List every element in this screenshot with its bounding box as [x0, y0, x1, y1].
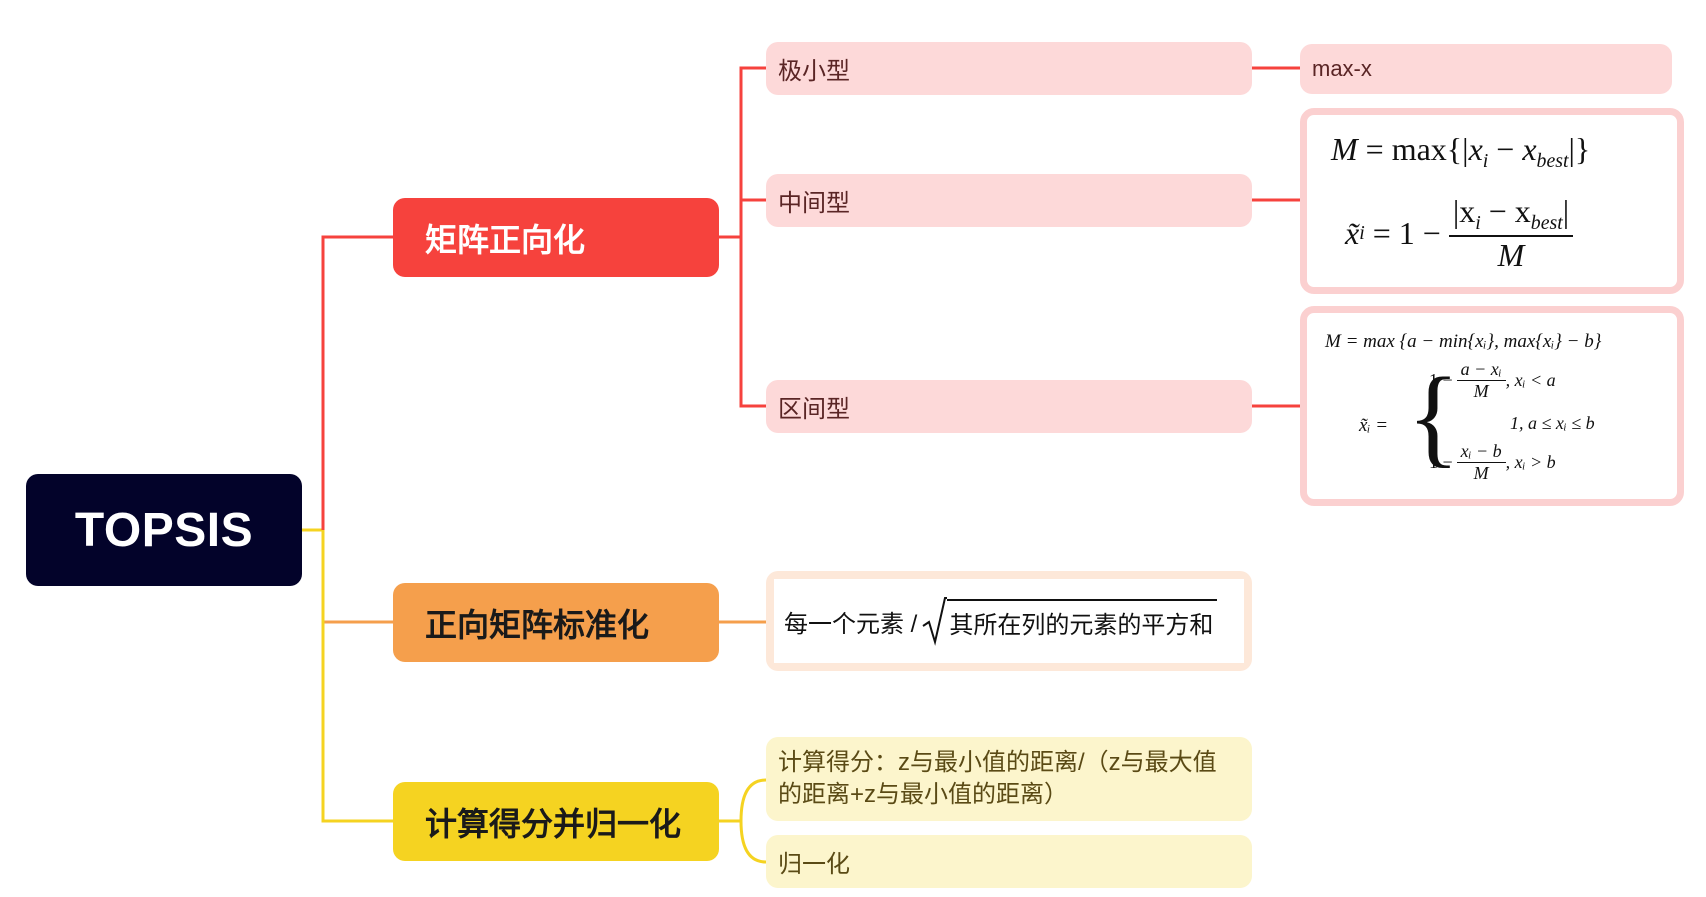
formula-interval-top: M = max {a − min{xᵢ}, max{xᵢ} − b}	[1325, 331, 1602, 352]
leaf-label: 中间型	[778, 190, 850, 217]
formula-case-2: 1, a ≤ xᵢ ≤ b	[1510, 413, 1595, 433]
formula-line-1: M = max{|xi − xbest|}	[1331, 131, 1591, 172]
formula-interval-type[interactable]: M = max {a − min{xᵢ}, max{xᵢ} − b} x̃ᵢ =…	[1300, 306, 1684, 506]
brace-icon: {	[1407, 355, 1460, 477]
root-node-topsis[interactable]: TOPSIS	[26, 474, 302, 586]
leaf-intermediate-type[interactable]: 中间型	[766, 174, 1252, 227]
leaf-score-calculation[interactable]: 计算得分：z与最小值的距离/（z与最大值 的距离+z与最小值的距离）	[766, 737, 1252, 821]
leaf-interval-type[interactable]: 区间型	[766, 380, 1252, 433]
branch-positive-matrix-standardization[interactable]: 正向矩阵标准化	[393, 583, 719, 662]
formula-line-2: x̃i = 1 − |xi − xbest| M	[1345, 193, 1574, 274]
formula-interval-lhs: x̃ᵢ =	[1359, 415, 1389, 436]
formula-minimal-type[interactable]: max-x	[1300, 44, 1672, 94]
standardization-left-text: 每一个元素 /	[784, 610, 918, 638]
standardization-right-text: 其所在列的元素的平方和	[947, 598, 1218, 640]
score-line-2: 的距离+z与最小值的距离）	[778, 781, 1069, 808]
standardization-inner: 每一个元素 / 其所在列的元素的平方和	[774, 579, 1244, 663]
score-line-1: 计算得分：z与最小值的距离/（z与最大值	[778, 749, 1217, 776]
leaf-standardization-formula[interactable]: 每一个元素 / 其所在列的元素的平方和	[766, 571, 1252, 671]
leaf-label: 区间型	[778, 396, 850, 423]
leaf-label: 归一化	[778, 851, 850, 878]
sqrt-icon	[922, 597, 948, 646]
branch-matrix-positivization[interactable]: 矩阵正向化	[393, 198, 719, 277]
leaf-minimal-type[interactable]: 极小型	[766, 42, 1252, 95]
leaf-normalization[interactable]: 归一化	[766, 835, 1252, 888]
formula-text: max-x	[1312, 56, 1372, 81]
formula-intermediate-type[interactable]: M = max{|xi − xbest|} x̃i = 1 − |xi − xb…	[1300, 108, 1684, 294]
branch-score-normalization[interactable]: 计算得分并归一化	[393, 782, 719, 861]
leaf-label: 极小型	[778, 58, 850, 85]
